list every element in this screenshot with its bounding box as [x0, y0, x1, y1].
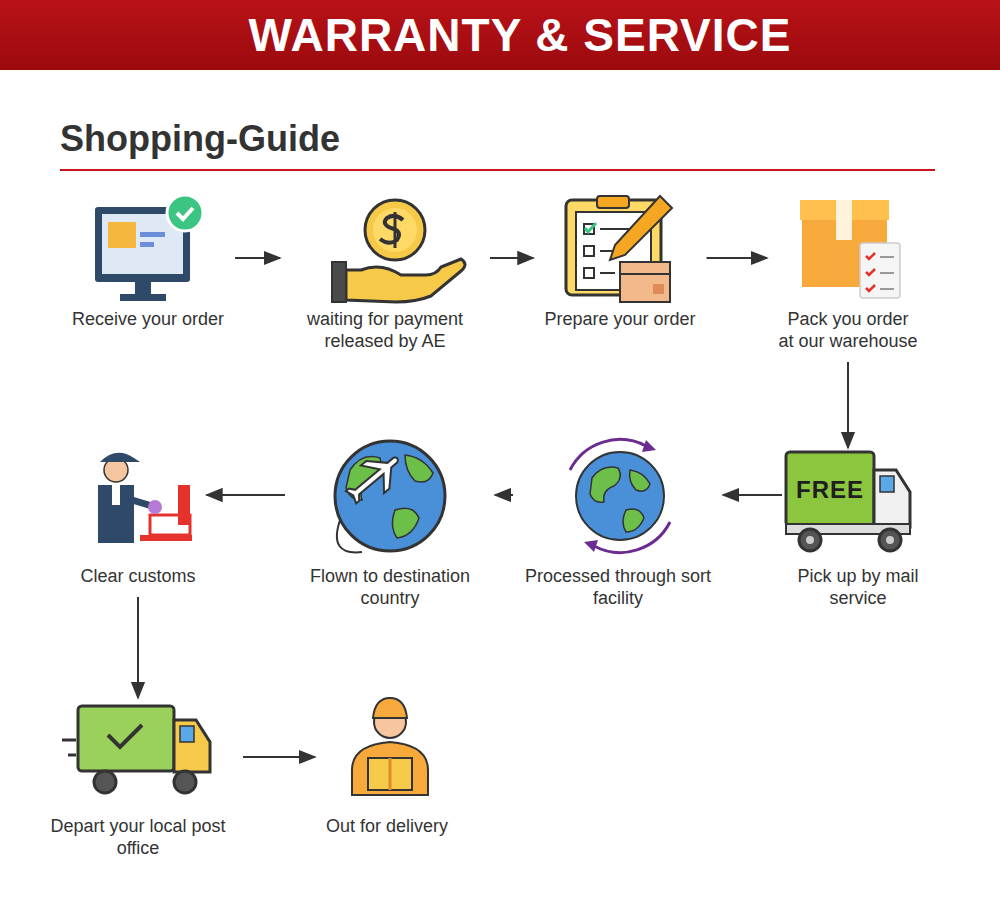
process-step: waiting for payment released by AE	[285, 196, 485, 352]
step-label: Out for delivery	[326, 815, 448, 837]
process-step: Out for delivery	[320, 703, 454, 837]
flow-arrow	[137, 597, 139, 698]
step-label: Pick up by mail service	[793, 565, 923, 609]
flight-globe-icon	[335, 441, 445, 552]
courier-icon	[352, 698, 428, 795]
package-icon	[800, 200, 900, 298]
step-label: Receive your order	[72, 308, 224, 330]
flow-arrow	[495, 494, 513, 496]
heading-rule	[60, 169, 935, 171]
flow-arrow	[723, 494, 782, 496]
flow-arrow	[847, 362, 849, 448]
process-step: Processed through sort facility	[518, 453, 718, 609]
customs-icon	[98, 453, 192, 543]
step-label: Flown to destination country	[296, 565, 484, 609]
step-label: Clear customs	[80, 565, 195, 587]
process-step: Prepare your order	[538, 196, 701, 330]
step-label: Processed through sort facility	[524, 565, 712, 609]
process-step: Depart your local post office	[38, 703, 238, 859]
step-label: Depart your local post office	[44, 815, 232, 859]
monitor-icon	[95, 195, 203, 301]
page-title: WARRANTY & SERVICE	[209, 8, 792, 62]
truck-icon	[786, 452, 910, 551]
step-label: Prepare your order	[544, 308, 695, 330]
truck-text: FREE	[796, 476, 864, 504]
flow-arrow	[207, 494, 285, 496]
payment-icon	[332, 200, 465, 302]
step-label: Pack you order at our warehouse	[778, 308, 918, 352]
process-step: Flown to destination country	[290, 453, 490, 609]
flow-arrow	[243, 756, 315, 758]
flow-arrow	[707, 257, 767, 259]
process-step: Pick up by mail service	[787, 453, 929, 609]
sort-globe-icon	[570, 440, 670, 553]
process-step: Receive your order	[66, 196, 230, 330]
process-step: Clear customs	[74, 453, 201, 587]
step-label: waiting for payment released by AE	[291, 308, 479, 352]
process-step: Pack you order at our warehouse	[772, 196, 924, 352]
section-heading: Shopping-Guide	[60, 118, 340, 160]
flow-arrow	[235, 257, 280, 259]
flow-arrow	[490, 257, 533, 259]
check-truck-icon	[62, 706, 210, 793]
clipboard-icon	[566, 196, 672, 302]
